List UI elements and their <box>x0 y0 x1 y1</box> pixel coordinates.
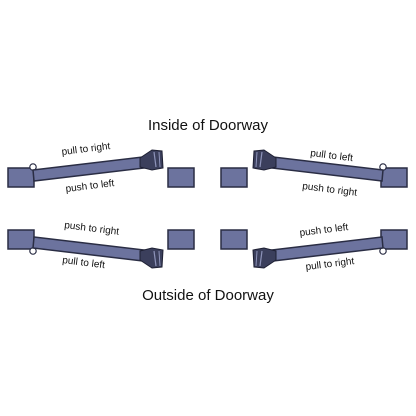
inside-right-top-label: pull to left <box>310 148 354 164</box>
jamb-right <box>167 229 195 250</box>
handle-icon <box>139 247 164 269</box>
handle-icon <box>139 149 164 171</box>
jamb-right <box>167 167 195 188</box>
jamb-left <box>220 167 248 188</box>
jamb-left <box>7 229 35 250</box>
panel-outside-left: push to right pull to left <box>7 220 195 271</box>
inside-heading: Inside of Doorway <box>148 117 269 134</box>
inside-left-bottom-label: push to left <box>65 178 115 195</box>
inside-right-bottom-label: push to right <box>302 181 358 199</box>
jamb-right <box>380 167 408 188</box>
outside-left-bottom-label: pull to left <box>62 255 106 271</box>
outside-right-bottom-label: pull to right <box>305 256 355 273</box>
handle-icon <box>252 149 277 171</box>
panel-outside-right: push to left pull to right <box>220 222 408 273</box>
outside-right-top-label: push to left <box>299 222 349 239</box>
panel-inside-right: pull to left push to right <box>220 148 408 199</box>
jamb-right <box>380 229 408 250</box>
outside-heading: Outside of Doorway <box>142 287 274 304</box>
handle-icon <box>252 247 277 269</box>
outside-left-top-label: push to right <box>64 220 120 238</box>
panel-inside-left: pull to right push to left <box>7 141 195 195</box>
inside-left-top-label: pull to right <box>61 141 111 158</box>
jamb-left <box>220 229 248 250</box>
jamb-left <box>7 167 35 188</box>
